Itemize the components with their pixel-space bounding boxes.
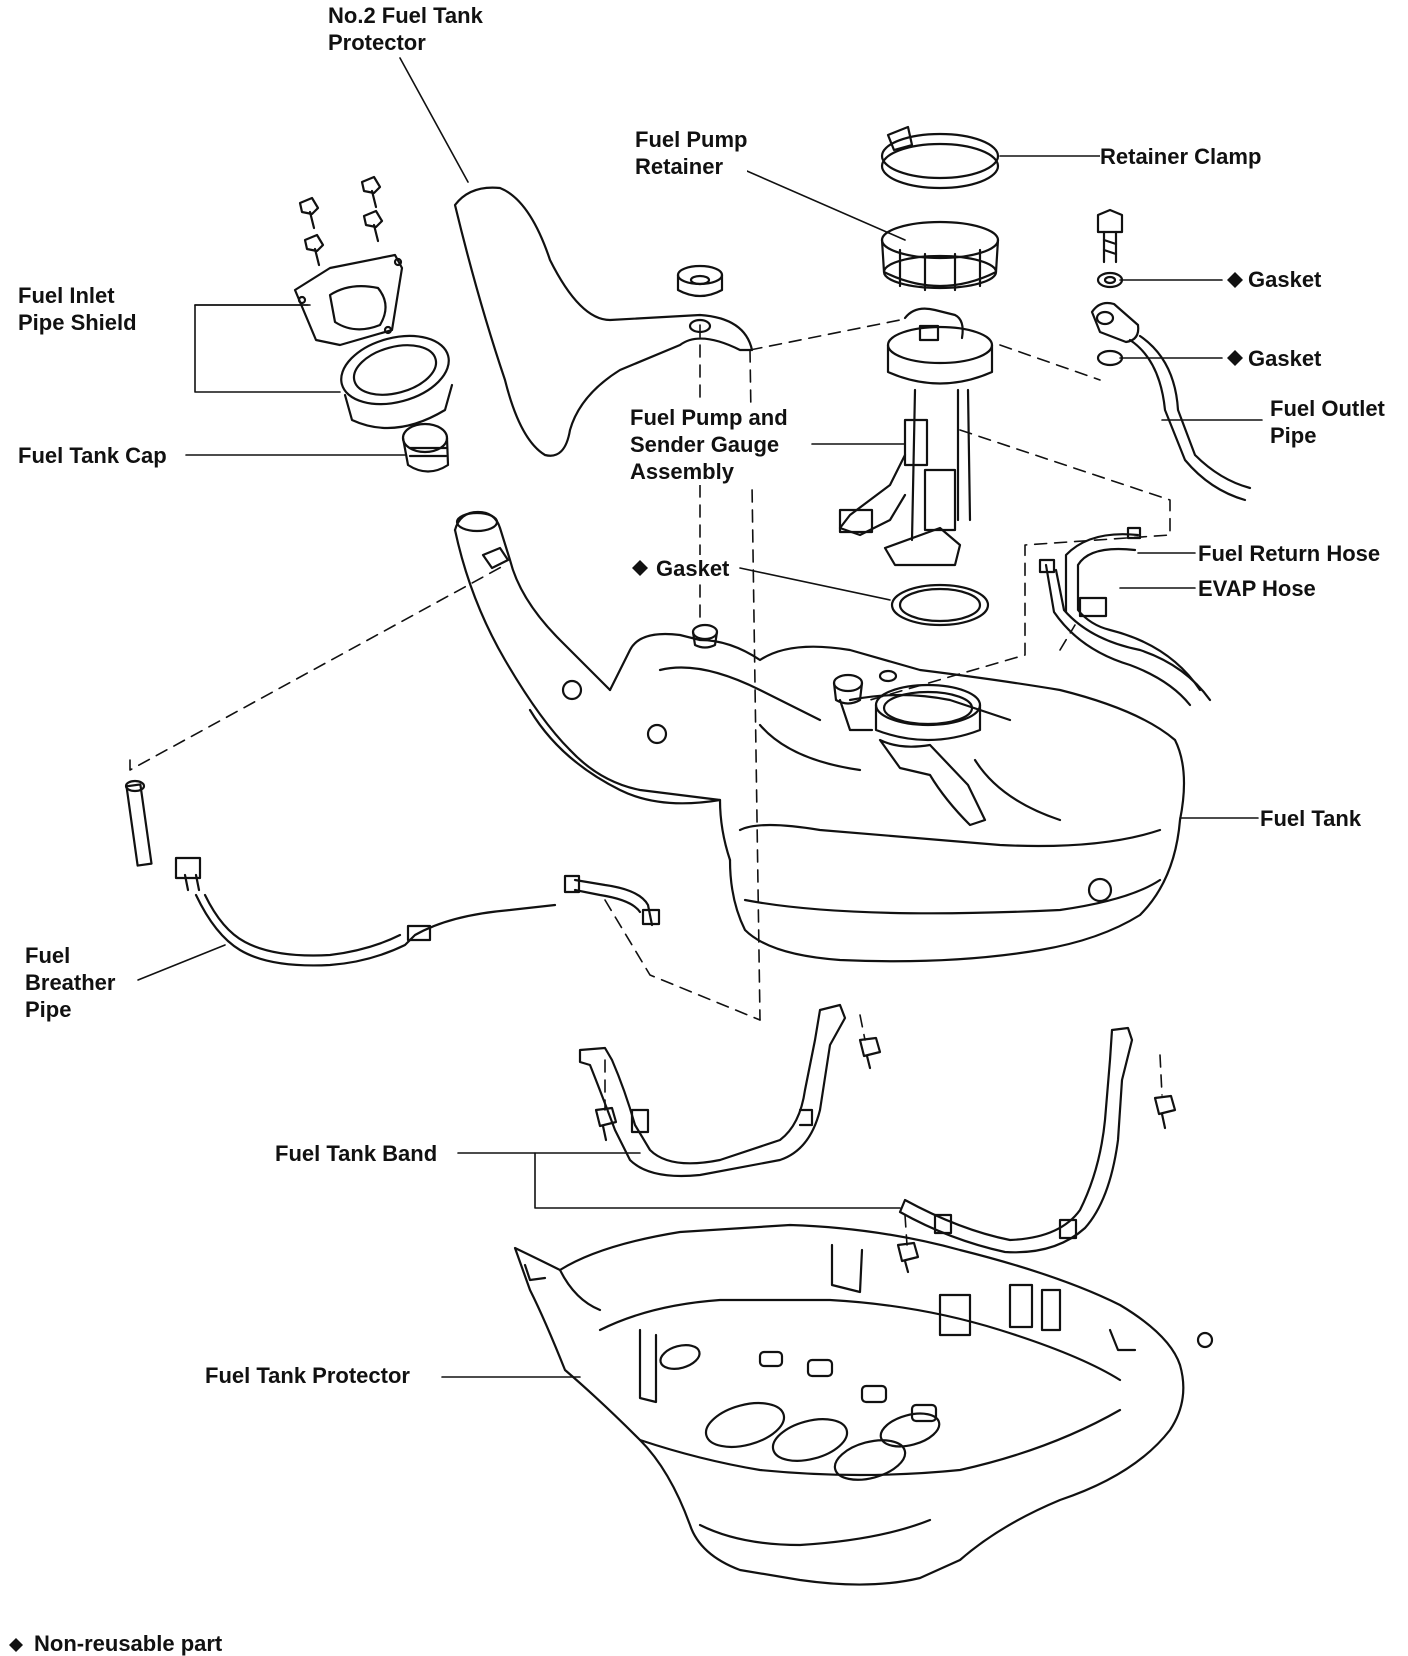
label-line: Breather (25, 970, 116, 995)
fuel-pump-retainer (882, 222, 998, 290)
label-line: Fuel Outlet (1270, 396, 1385, 421)
label-line: Assembly (630, 459, 734, 484)
label-text: Retainer Clamp (1100, 144, 1262, 169)
label-text: Fuel Tank Protector (205, 1363, 410, 1388)
shield-screws (300, 177, 382, 265)
return-and-evap-hoses (1040, 528, 1210, 705)
dash-evap (1059, 624, 1076, 651)
dash-band-bolt-low (904, 1214, 908, 1246)
diamond-icon (9, 1638, 23, 1652)
label-text: EVAP Hose (1198, 576, 1316, 601)
label-text: Gasket (1248, 267, 1322, 292)
label-line: Fuel Pump and (630, 405, 788, 430)
pump-gasket (892, 585, 988, 625)
dash-band-bolt-right (1159, 1054, 1163, 1096)
label-line: Protector (328, 30, 426, 55)
label-fuel-return-hose: Fuel Return Hose (1198, 540, 1381, 567)
leader-breather-pipe (137, 944, 226, 981)
label-line: Fuel Pump (635, 127, 748, 152)
fuel-breather-pipe (126, 781, 659, 965)
dash-breather-pipe (604, 899, 761, 1021)
dash-breather-top (129, 564, 506, 771)
label-fuel-breather-pipe: Fuel Breather Pipe (25, 942, 116, 1023)
label-line: No.2 Fuel Tank (328, 3, 483, 28)
leader-no2-protector (399, 57, 469, 183)
label-gasket-pump: Gasket (656, 555, 730, 582)
diamond-icon (1227, 350, 1243, 366)
fuel-tank-protector (515, 1225, 1212, 1585)
label-line: Pipe (25, 997, 72, 1022)
retainer-clamp (882, 127, 998, 188)
no2-fuel-tank-protector (455, 188, 752, 456)
label-fuel-inlet-pipe-shield: Fuel Inlet Pipe Shield (18, 282, 137, 336)
label-evap-hose: EVAP Hose (1198, 575, 1316, 602)
label-fuel-outlet-pipe: Fuel Outlet Pipe (1270, 395, 1385, 449)
dash-pump-diagonal (869, 429, 1171, 701)
fuel-tank (455, 512, 1184, 961)
legend-non-reusable-part: Non-reusable part (34, 1630, 223, 1656)
grommet (678, 266, 722, 296)
leader-tank-band-2 (534, 1152, 901, 1209)
label-fuel-pump-sender-assembly: Fuel Pump and Sender Gauge Assembly (630, 404, 788, 485)
legend-text: Non-reusable part (34, 1631, 223, 1656)
dash-pump-right (999, 344, 1101, 381)
leader-pump-retainer (739, 167, 906, 241)
diamond-icon (1227, 272, 1243, 288)
label-text: Gasket (1248, 346, 1322, 371)
fuel-tank-cap (403, 424, 448, 472)
dash-pump-module (749, 319, 901, 351)
label-line: Fuel Inlet (18, 283, 115, 308)
non-reusable-markers (9, 272, 1243, 1652)
label-fuel-tank-protector: Fuel Tank Protector (205, 1362, 410, 1389)
label-no2-fuel-tank-protector: No.2 Fuel Tank Protector (328, 2, 483, 56)
label-fuel-tank: Fuel Tank (1260, 805, 1362, 832)
dash-band-bolt-center (859, 1014, 866, 1041)
label-gasket-bolt: Gasket (1248, 266, 1322, 293)
leader-gasket-pump (739, 567, 891, 601)
label-fuel-tank-band: Fuel Tank Band (275, 1140, 438, 1167)
label-retainer-clamp: Retainer Clamp (1100, 143, 1262, 170)
leader-inlet-shield (194, 304, 341, 393)
inlet-gasket-ring (334, 325, 457, 428)
label-line: Retainer (635, 154, 724, 179)
label-line: Pipe Shield (18, 310, 137, 335)
diamond-icon (632, 560, 648, 576)
label-text: Fuel Return Hose (1198, 541, 1381, 566)
label-text: Gasket (656, 556, 730, 581)
label-fuel-pump-retainer: Fuel Pump Retainer (635, 126, 748, 180)
label-text: Fuel Tank (1260, 806, 1362, 831)
label-text: Fuel Tank Cap (18, 443, 167, 468)
outlet-pipe-bolt-group (1092, 210, 1250, 500)
label-gasket-outlet: Gasket (1248, 345, 1322, 372)
leader-lines (137, 57, 1263, 1378)
label-line: Sender Gauge (630, 432, 780, 457)
fuel-inlet-pipe-shield (295, 255, 402, 345)
label-text: Fuel Tank Band (275, 1141, 438, 1166)
pump-sender-assembly (840, 309, 992, 565)
label-line: Fuel (25, 943, 71, 968)
fuel-tank-bands (580, 1005, 1175, 1272)
label-line: Pipe (1270, 423, 1317, 448)
label-fuel-tank-cap: Fuel Tank Cap (18, 442, 167, 469)
